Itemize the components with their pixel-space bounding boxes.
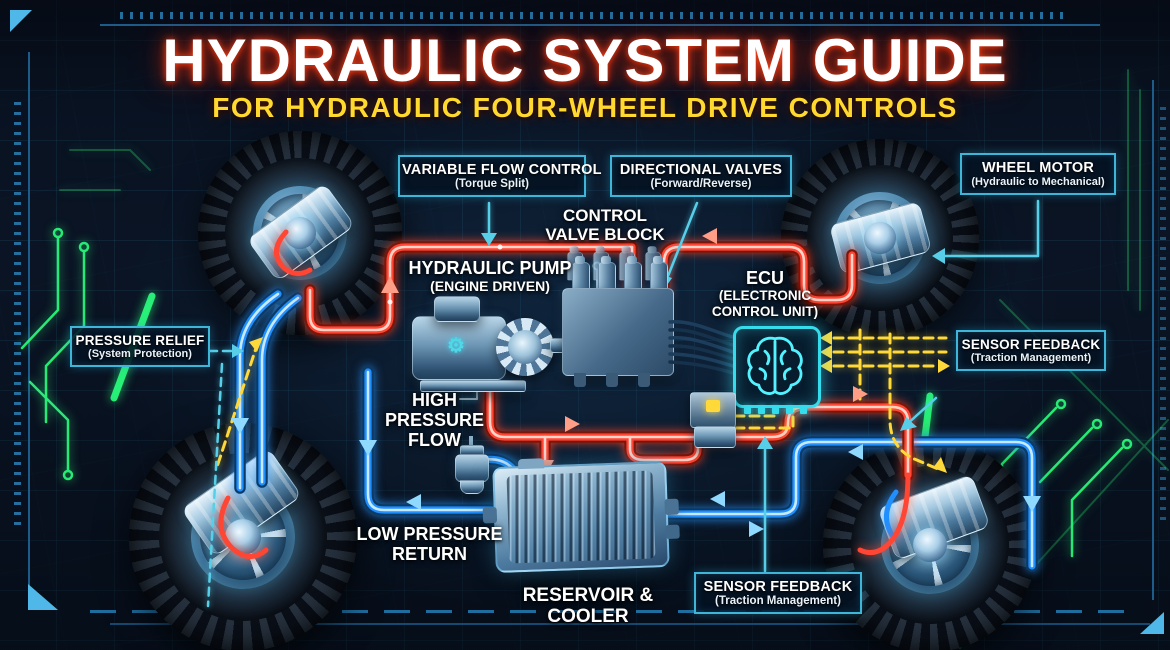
valve-body <box>455 454 489 482</box>
valve-cone <box>460 480 484 494</box>
pump-base <box>420 380 526 392</box>
callout-title: DIRECTIONAL VALVES <box>619 162 783 178</box>
reservoir-filler-cap <box>517 458 545 470</box>
ecu-chip <box>733 326 821 414</box>
reservoir-port-left <box>482 506 498 524</box>
frame-left-line <box>28 52 30 597</box>
label-control-valve-block: CONTROL VALVE BLOCK <box>545 206 665 245</box>
callout-title: PRESSURE RELIEF <box>75 333 205 348</box>
ecu-pin <box>744 406 751 414</box>
valve-port <box>638 373 650 387</box>
frame-top-line <box>100 24 1100 26</box>
sensor-indicator <box>706 400 720 412</box>
pressure-sensor <box>690 392 736 428</box>
frame-bottom-line <box>110 623 1150 625</box>
reservoir-port-right <box>664 498 679 516</box>
label-reservoir-cooler: RESERVOIR & COOLER <box>522 585 654 628</box>
callout-title: WHEEL MOTOR <box>981 160 1095 176</box>
circuit-trace-group-dim <box>59 69 1169 649</box>
reservoir-port-right-lower <box>665 524 680 540</box>
pump-body: ⚙ <box>412 316 506 380</box>
high-pressure-lines <box>218 229 908 559</box>
callout-variable-flow-control: VARIABLE FLOW CONTROL (Torque Split) <box>398 155 602 197</box>
label-hydraulic-pump: HYDRAULIC PUMP (ENGINE DRIVEN) <box>408 258 572 295</box>
hydraulic-pump: ⚙ <box>412 296 588 392</box>
label-low-pressure-return: LOW PRESSURE RETURN <box>356 524 503 565</box>
callout-pressure-relief: PRESSURE RELIEF (System Protection) <box>70 326 210 367</box>
frame-bottom-dashes <box>90 610 1138 613</box>
callout-note: (Forward/Reverse) <box>650 178 752 190</box>
callout-sensor-feedback-bottom: SENSOR FEEDBACK (Traction Management) <box>694 572 862 614</box>
frame-right-line <box>1152 80 1154 600</box>
flow-arrows <box>231 228 1041 537</box>
valve-port <box>574 373 586 387</box>
frame-top-ticks <box>120 12 1070 19</box>
pump-top-cap <box>434 296 480 322</box>
valve-solenoid <box>572 256 590 294</box>
low-pressure-lines <box>240 294 1032 566</box>
frame-right-ticks <box>1160 100 1166 520</box>
callout-directional-valves: DIRECTIONAL VALVES (Forward/Reverse) <box>610 155 792 197</box>
callout-note: (Traction Management) <box>970 352 1092 364</box>
callout-note: (Torque Split) <box>455 178 529 190</box>
frame-left-ticks <box>14 95 21 525</box>
ecu-pin <box>786 406 793 414</box>
reservoir-cooler <box>482 458 680 574</box>
page-title: HYDRAULIC SYSTEM GUIDE <box>162 27 1008 94</box>
ecu-pin <box>800 406 807 414</box>
callout-note: (Hydraulic to Mechanical) <box>971 176 1105 188</box>
ecu-pin <box>758 406 765 414</box>
ecu-pin <box>772 406 779 414</box>
callout-title: VARIABLE FLOW CONTROL <box>402 162 602 178</box>
line-tee-fitting <box>694 426 736 448</box>
valve-block-body <box>562 288 674 376</box>
callout-sensor-feedback-right: SENSOR FEEDBACK (Traction Management) <box>956 330 1106 371</box>
label-ecu: ECU (ELECTRONIC CONTROL UNIT) <box>711 268 819 319</box>
callout-title: SENSOR FEEDBACK <box>703 579 853 595</box>
callout-wheel-motor: WHEEL MOTOR (Hydraulic to Mechanical) <box>960 153 1116 195</box>
pump-emblem-icon: ⚙ <box>447 335 465 357</box>
callout-note: (Traction Management) <box>715 595 841 607</box>
valve-solenoid <box>624 256 642 294</box>
control-valve-block <box>562 246 674 387</box>
filter-valve <box>448 436 494 502</box>
pump-gear-coupling <box>496 318 554 376</box>
valve-port <box>606 373 618 387</box>
valve-stem <box>469 436 473 446</box>
ecu-wire-harness <box>668 320 738 376</box>
brain-icon <box>747 336 803 395</box>
page-subtitle: FOR HYDRAULIC FOUR-WHEEL DRIVE CONTROLS <box>212 92 958 123</box>
label-high-pressure-flow: HIGH PRESSURE FLOW <box>384 390 485 451</box>
callout-title: SENSOR FEEDBACK <box>961 337 1101 352</box>
callout-note: (System Protection) <box>88 348 192 360</box>
